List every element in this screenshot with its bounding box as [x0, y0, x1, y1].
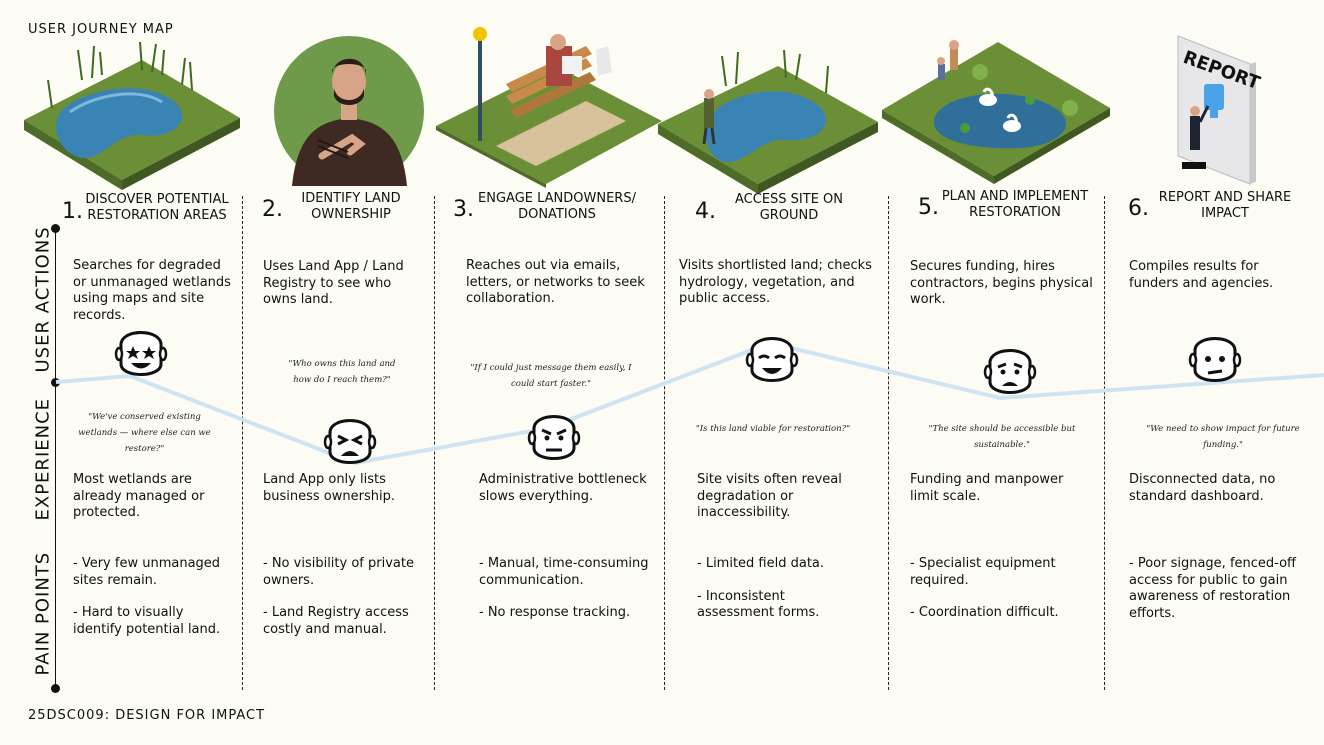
wetland-pond-illustration — [24, 41, 240, 190]
column-divider — [664, 196, 665, 690]
pain-point: - Very few unmanaged sites remain. — [73, 556, 221, 588]
step-title: PLAN AND IMPLEMENT RESTORATION — [941, 189, 1089, 220]
step-number: 2. — [262, 197, 283, 222]
step-title: IDENTIFY LAND OWNERSHIP — [301, 191, 401, 222]
footer-code: 25DSC009: DESIGN FOR IMPACT — [28, 708, 266, 723]
column-divider — [242, 196, 243, 690]
frustrated-face-icon — [323, 419, 377, 464]
worried-face-icon — [983, 349, 1037, 394]
column-divider — [434, 196, 435, 690]
user-action-text: Secures funding, hires contractors, begi… — [910, 259, 1093, 307]
unsure-face-icon — [1188, 337, 1242, 382]
step-title: DISCOVER POTENTIAL RESTORATION AREAS — [85, 192, 229, 223]
report-board-illustration: REPORT — [1177, 35, 1263, 185]
step-title: ACCESS SITE ON GROUND — [735, 192, 843, 223]
pain-point: - No response tracking. — [479, 605, 631, 620]
pain-point: - Specialist equipment required. — [910, 556, 1056, 588]
page-title: USER JOURNEY MAP — [28, 22, 174, 37]
pain-point: - Land Registry access costly and manual… — [263, 605, 409, 637]
step-title: REPORT AND SHARE IMPACT — [1158, 190, 1292, 221]
experience-text: Administrative bottleneck slows everythi… — [479, 472, 647, 504]
pain-point: - Manual, time-consuming communication. — [479, 556, 649, 588]
user-action-text: Searches for degraded or unmanaged wetla… — [73, 258, 231, 323]
experience-text: Funding and manpower limit scale. — [910, 472, 1064, 504]
park-bench-reader-illustration — [436, 27, 662, 188]
experience-text: Most wetlands are already managed or pro… — [73, 472, 205, 520]
experience-text: Site visits often reveal degradation or … — [697, 472, 842, 520]
annoyed-face-icon — [527, 415, 581, 460]
pain-point: - Poor signage, fenced-off access for pu… — [1129, 556, 1296, 621]
user-action-text: Uses Land App / Land Registry to see who… — [263, 259, 404, 307]
user-quote: "We've conserved existing wetlands — whe… — [78, 412, 211, 454]
step-number: 3. — [453, 197, 474, 222]
pain-points-list: - Very few unmanaged sites remain. - Har… — [73, 556, 233, 654]
column-divider — [888, 196, 889, 690]
user-action-text: Reaches out via emails, letters, or netw… — [466, 258, 645, 306]
pain-point: - Inconsistent assessment forms. — [697, 588, 820, 621]
star-eyes-face-icon — [114, 331, 168, 376]
user-action-text: Compiles results for funders and agencie… — [1129, 259, 1274, 291]
user-quote: "If I could just message them easily, I … — [470, 363, 632, 389]
thinking-man-illustration — [274, 36, 424, 186]
user-quote: "Is this land viable for restoration?" — [695, 424, 851, 434]
step-number: 4. — [695, 199, 716, 224]
pain-points-list: - Poor signage, fenced-off access for pu… — [1129, 556, 1299, 638]
experience-text: Disconnected data, no standard dashboard… — [1129, 472, 1276, 504]
pain-points-list: - Manual, time-consuming communication. … — [479, 556, 654, 638]
user-action-text: Visits shortlisted land; checks hydrolog… — [679, 258, 872, 306]
pain-point: - Coordination difficult. — [910, 605, 1059, 620]
pain-points-list: - Limited field data. - Inconsistent ass… — [697, 556, 857, 638]
pain-point: - Hard to visually identify potential la… — [73, 605, 221, 637]
wetland-surveyor-illustration — [658, 49, 878, 194]
pain-points-list: - Specialist equipment required. - Coord… — [910, 556, 1070, 638]
pain-point: - Limited field data. — [697, 556, 825, 571]
step-number: 5. — [918, 195, 939, 220]
column-divider — [1104, 196, 1105, 690]
pain-point: - No visibility of private owners. — [263, 556, 414, 588]
user-quote: "We need to show impact for future fundi… — [1146, 424, 1300, 450]
user-quote: "Who owns this land and how do I reach t… — [288, 359, 396, 385]
step-title: ENGAGE LANDOWNERS/ DONATIONS — [478, 191, 636, 222]
step-number: 6. — [1128, 196, 1149, 221]
pain-points-list: - No visibility of private owners. - Lan… — [263, 556, 423, 654]
step-number: 1. — [62, 199, 83, 224]
user-quote: "The site should be accessible but susta… — [928, 424, 1076, 450]
content-face-icon — [745, 337, 799, 382]
experience-text: Land App only lists business ownership. — [263, 472, 395, 504]
swan-pond-illustration — [882, 40, 1110, 184]
